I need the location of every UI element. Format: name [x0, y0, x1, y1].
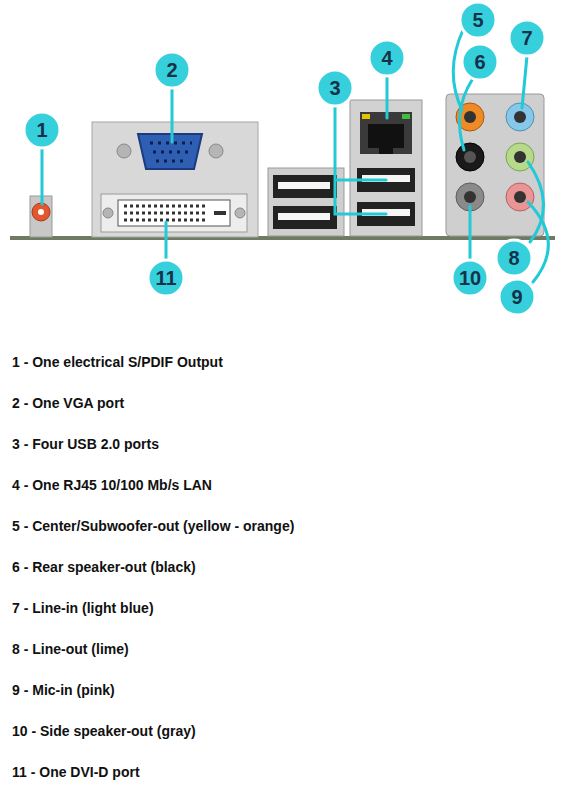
port-description: 6 - Rear speaker-out (black)	[12, 558, 196, 576]
port-description: 9 - Mic-in (pink)	[12, 681, 115, 699]
lan-led	[362, 114, 370, 119]
vga-pins	[153, 151, 189, 154]
lan-usb-housing	[350, 100, 422, 236]
spdif-jack	[32, 203, 50, 221]
jack-hole	[464, 151, 476, 163]
jack-hole	[464, 191, 476, 203]
callout-number: 10	[459, 268, 481, 288]
port-description: 3 - Four USB 2.0 ports	[12, 435, 159, 453]
leader-line	[528, 202, 548, 282]
usb-tongue	[278, 182, 330, 189]
dvi-blade	[214, 211, 226, 215]
usb-port	[273, 206, 337, 229]
callout-circle: 8	[494, 238, 534, 278]
callout-circle: 7	[507, 18, 547, 58]
callout-circle: 2	[152, 50, 192, 90]
callout-disc	[148, 260, 184, 296]
vga-screw	[117, 144, 131, 158]
dvi-shell	[101, 194, 247, 232]
leader-line	[453, 30, 463, 110]
callout-disc	[154, 52, 190, 88]
callout-number: 5	[472, 10, 483, 30]
callout-circle: 10	[450, 258, 490, 298]
callout-number: 1	[36, 120, 47, 140]
callout-number: 7	[521, 28, 532, 48]
callout-number: 9	[511, 287, 522, 307]
usb-tongue	[278, 213, 330, 220]
port-description: 10 - Side speaker-out (gray)	[12, 722, 196, 740]
callout-disc	[496, 240, 532, 276]
leader-lines	[42, 30, 548, 282]
callout-circle: 5	[458, 0, 498, 40]
callout-circle: 3	[315, 68, 355, 108]
callout-disc	[452, 260, 488, 296]
callout-disc	[369, 40, 405, 76]
spdif-pin	[38, 209, 44, 215]
audio-jack	[506, 183, 534, 211]
leader-line	[528, 162, 544, 242]
leader-line	[165, 222, 168, 260]
callout-circle: 9	[497, 277, 537, 317]
rj45-tab	[379, 145, 393, 154]
callout-number: 11	[155, 268, 176, 288]
port-description: 5 - Center/Subwoofer-out (yellow - orang…	[12, 517, 294, 535]
vga-screw	[209, 144, 223, 158]
leader-line	[522, 56, 527, 108]
callout-disc	[460, 2, 496, 38]
callout-circle: 11	[146, 258, 186, 298]
callout-number: 3	[329, 78, 340, 98]
callout-number: 8	[508, 248, 519, 268]
usb-housing	[268, 168, 344, 236]
vga-pins	[156, 160, 186, 163]
leader-line	[386, 76, 389, 118]
jack-hole	[464, 111, 476, 123]
port-description: 2 - One VGA port	[12, 394, 124, 412]
callout-disc	[317, 70, 353, 106]
callout-disc	[509, 20, 545, 56]
dvi-screw	[235, 208, 245, 218]
callout-circle: 1	[22, 110, 62, 150]
port-description: 8 - Line-out (lime)	[12, 640, 129, 658]
jack-hole	[514, 151, 526, 163]
port-description: 11 - One DVI-D port	[12, 763, 140, 781]
callout-disc	[499, 279, 535, 315]
jack-hole	[514, 191, 526, 203]
callout-disc	[462, 44, 498, 80]
callout-circle: 4	[367, 38, 407, 78]
audio-jack	[456, 143, 484, 171]
lan-led	[402, 114, 410, 119]
leader-line	[469, 206, 472, 260]
audio-jack	[506, 103, 534, 131]
callout-disc	[24, 112, 60, 148]
leader-line	[335, 106, 386, 214]
port-description: 4 - One RJ45 10/100 Mb/s LAN	[12, 476, 212, 494]
video-bracket	[92, 122, 258, 237]
vga-connector	[138, 134, 202, 169]
port-description: 1 - One electrical S/PDIF Output	[12, 353, 223, 371]
dvi-pins	[124, 212, 208, 215]
jack-hole	[514, 111, 526, 123]
leader-line	[41, 148, 44, 204]
leader-line	[460, 80, 473, 150]
callout-number: 6	[474, 52, 485, 72]
callout-number: 2	[166, 60, 177, 80]
dvi-screw	[103, 208, 113, 218]
rj45-opening	[368, 124, 404, 148]
callout-number: 4	[381, 48, 392, 68]
callout-circle: 6	[460, 42, 500, 82]
usb-port	[273, 175, 337, 198]
leader-line	[171, 88, 174, 142]
dvi-connector	[118, 200, 230, 226]
port-description: 7 - Line-in (light blue)	[12, 599, 154, 617]
dvi-pins	[124, 205, 208, 208]
